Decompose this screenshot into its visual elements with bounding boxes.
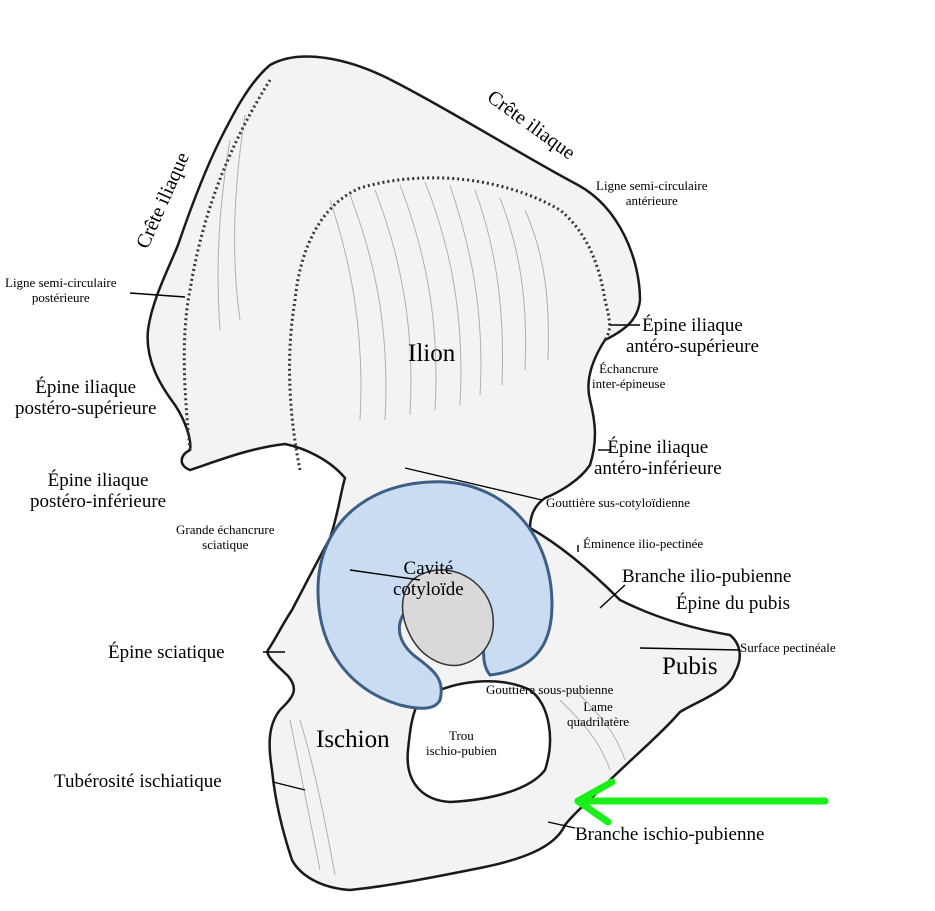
hip-bone-outline [146, 55, 741, 892]
iliac-fossa-line [288, 176, 611, 471]
label-surface-pectineale: Surface pectinéale [740, 640, 836, 655]
label-epine-du-pubis: Épine du pubis [676, 593, 790, 614]
label-ilion: Ilion [408, 340, 456, 367]
label-gouttiere-sous-pubienne: Gouttière sous-pubienne [486, 682, 614, 697]
label-eminence-ilio-pectinee: Éminence ilio-pectinée [583, 536, 704, 551]
label-tuberosite-ischiatique: Tubérosité ischiatique [54, 771, 222, 792]
label-branche-ischio-pubienne: Branche ischio-pubienne [575, 824, 765, 845]
label-gouttiere-sus-cotyloidienne: Gouttière sus-cotyloïdienne [546, 495, 691, 510]
label-epine-sciatique: Épine sciatique [108, 642, 225, 663]
leader-lines [129, 292, 741, 829]
label-pubis: Pubis [662, 653, 718, 680]
label-branche-ilio-pubienne: Branche ilio-pubienne [622, 566, 792, 587]
acetabular-fossa [401, 569, 494, 667]
bone-shading [217, 114, 626, 876]
posterior-line [182, 79, 272, 451]
green-arrow [574, 778, 829, 826]
obturator-foramen [406, 680, 552, 804]
label-ischion: Ischion [316, 726, 390, 753]
